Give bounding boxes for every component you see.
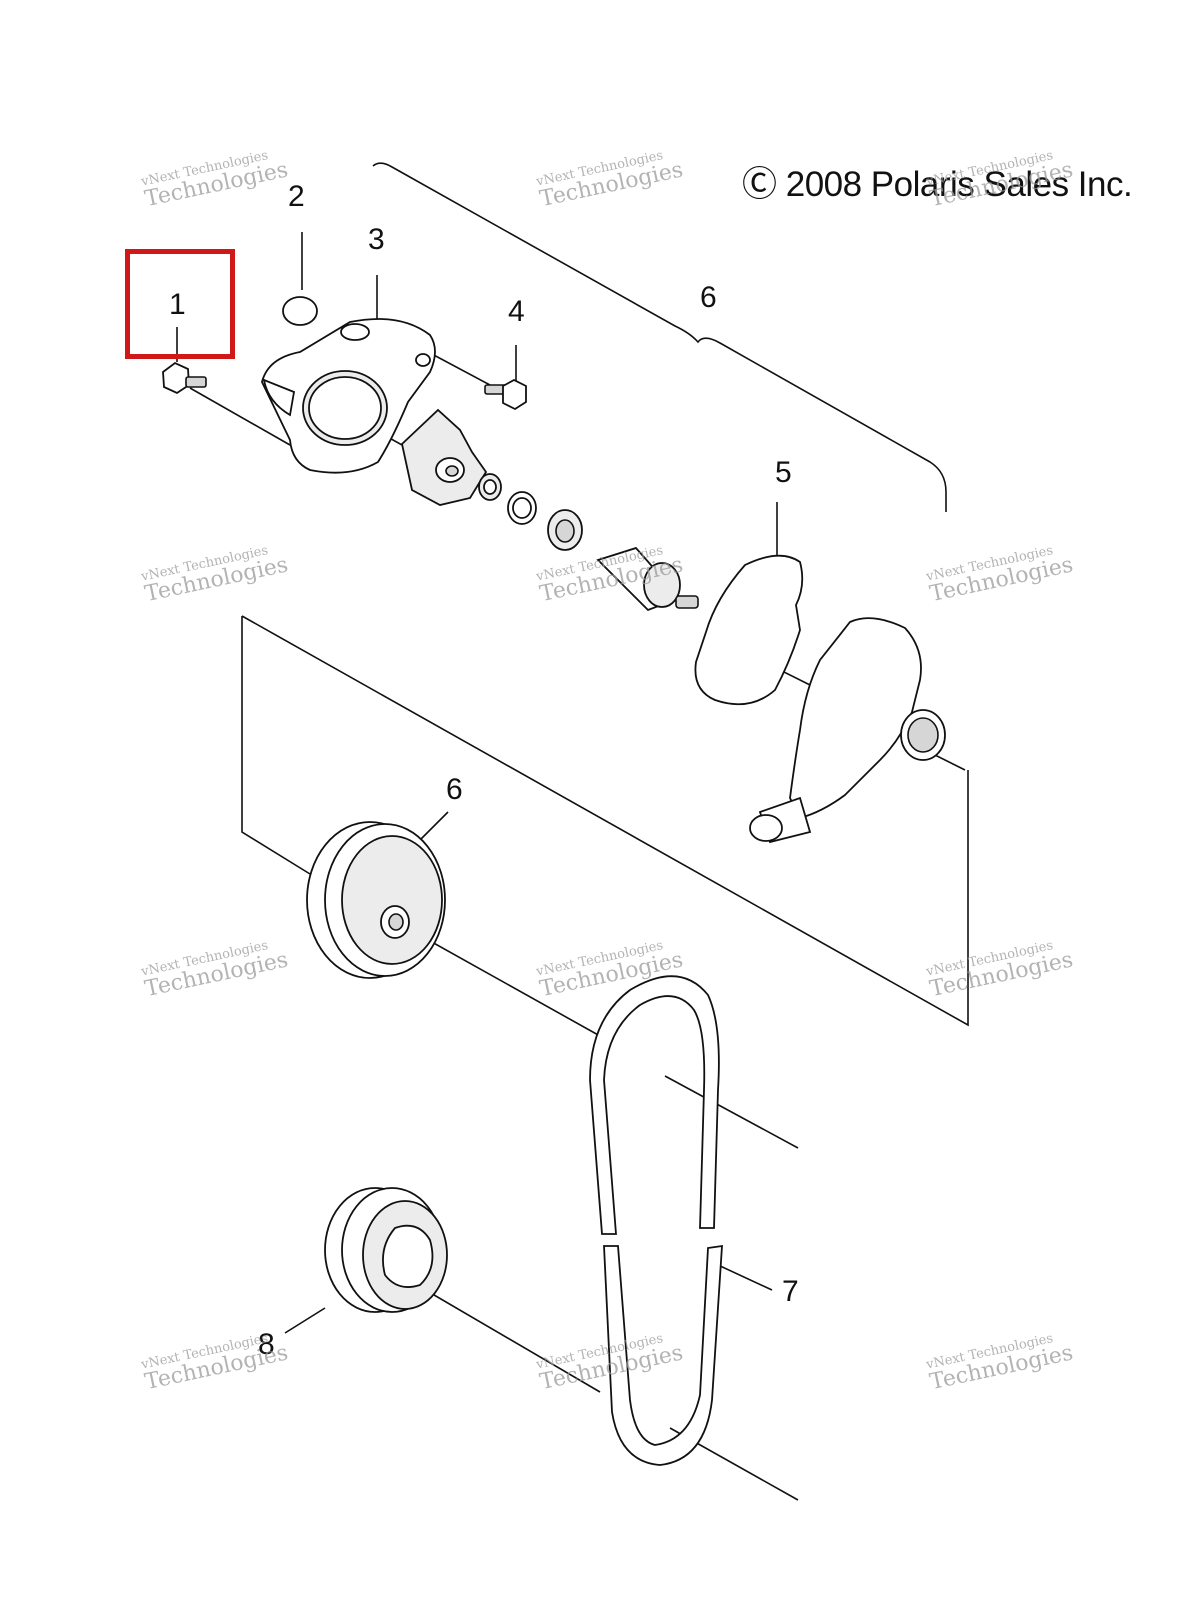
callout-3: 3: [368, 223, 385, 256]
gasket-part-5: [694, 554, 804, 706]
pump-cover-part-3: [261, 318, 436, 474]
crank-pulley-part-8: [324, 1187, 448, 1313]
axis-line: [189, 387, 291, 446]
callout-5: 5: [775, 456, 792, 489]
bolt-part-1: [162, 361, 207, 395]
callout-highlight-box: [125, 249, 235, 359]
callout-6-top: 6: [700, 281, 717, 314]
belt-line: [404, 926, 601, 1037]
copyright-text: Ⓒ 2008 Polaris Sales Inc.: [742, 165, 1133, 204]
callout-8: 8: [258, 1328, 275, 1361]
callout-2: 2: [288, 180, 305, 213]
impeller: [401, 408, 488, 506]
belt-line: [404, 1277, 601, 1393]
seal-stack: [478, 473, 583, 551]
callout-7: 7: [782, 1275, 799, 1308]
drive-belt-part-7: [589, 975, 723, 1466]
bolt-part-4: [484, 378, 527, 411]
pump-housing: [749, 617, 946, 844]
callout-6-pulley: 6: [446, 773, 463, 806]
pump-shaft: [596, 546, 699, 612]
callout-1: 1: [169, 288, 186, 321]
belt-line: [664, 1075, 799, 1149]
leader-line-8: [284, 1307, 326, 1334]
o-ring-part-2: [282, 296, 318, 326]
pump-pulley-part-6: [306, 821, 446, 979]
frame-lines: [241, 615, 969, 1027]
leader-line-7: [717, 1264, 773, 1291]
group-bracket: [372, 162, 947, 512]
leader-line-6: [419, 811, 449, 841]
callout-4: 4: [508, 295, 525, 328]
